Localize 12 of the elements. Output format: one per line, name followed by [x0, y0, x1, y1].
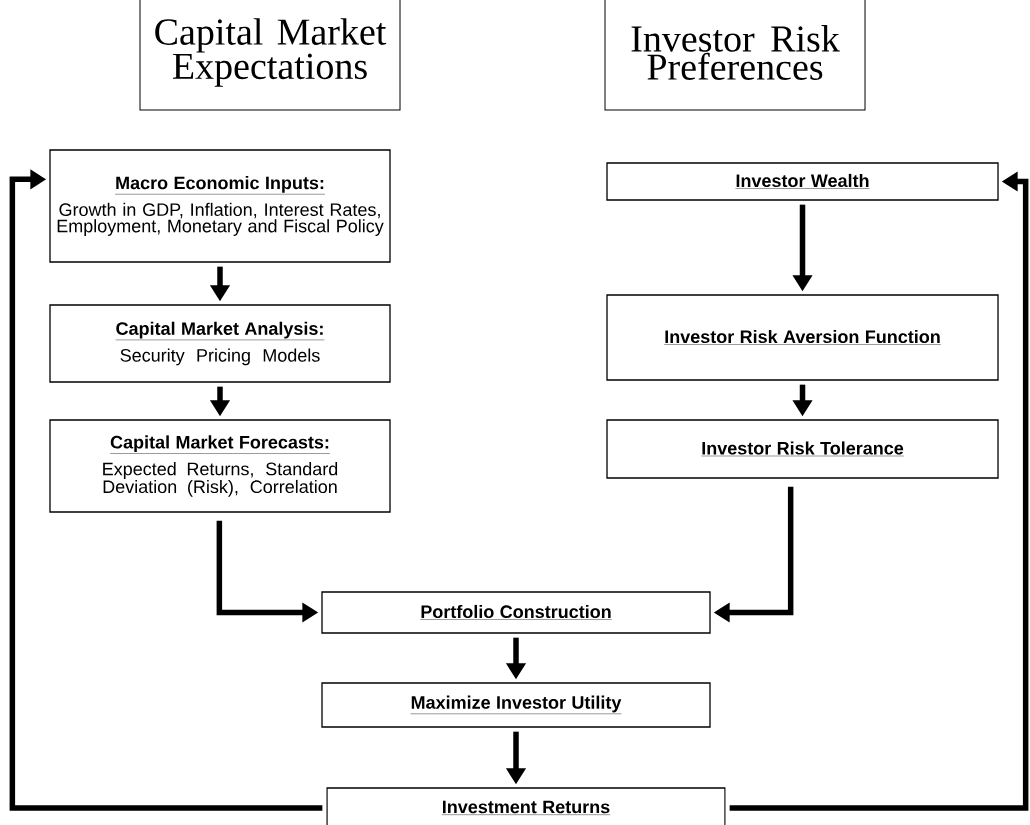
step-box: Investor Wealth: [606, 162, 999, 201]
arrow: [9, 169, 323, 811]
step-box: Investment Returns: [326, 787, 726, 825]
step-box: Portfolio Construction: [321, 591, 711, 634]
step-box: Investor Risk Aversion Function: [606, 294, 999, 381]
title-box: Investor Risk Preferences: [604, 0, 866, 111]
step-box: Investor Risk Tolerance: [606, 419, 999, 479]
step-box: Capital Market Forecasts: Expected Returns, Standard Deviation (Risk), Correlation: [49, 419, 391, 513]
step-box: Macro Economic Inputs: Growth in GDP, Inflation, Interest Rates, Employment, Monetary and Fiscal Policy: [49, 149, 391, 263]
step-box: Capital Market Analysis: Security Pricing Models: [49, 304, 391, 383]
title-box: Capital Market Expectations: [139, 0, 401, 111]
step-box: Maximize Investor Utility: [321, 682, 711, 728]
